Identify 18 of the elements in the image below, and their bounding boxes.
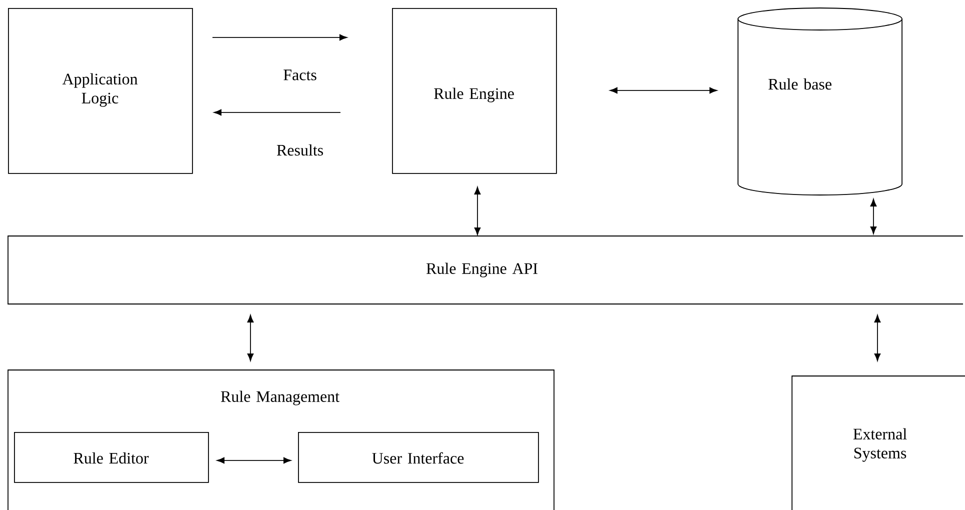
arrow (474, 186, 481, 236)
arrow (874, 314, 881, 362)
arrow (870, 198, 877, 234)
edge-label: Facts (282, 68, 318, 82)
arrow (610, 87, 718, 94)
node-label: Rule base (768, 78, 832, 90)
arrow (216, 457, 292, 464)
arrow (214, 109, 341, 116)
process-box: Rule Editor (14, 432, 209, 483)
process-box: External Systems (792, 376, 965, 510)
arrow (247, 314, 254, 362)
database-cylinder: Rule base (738, 8, 902, 196)
process-box: User Interface (298, 432, 539, 483)
process-box: Application Logic (8, 8, 193, 174)
arrow (212, 34, 348, 41)
edge-label: Results (275, 143, 325, 157)
process-box: Rule Engine (392, 8, 557, 174)
api-band: Rule Engine API (8, 236, 964, 304)
